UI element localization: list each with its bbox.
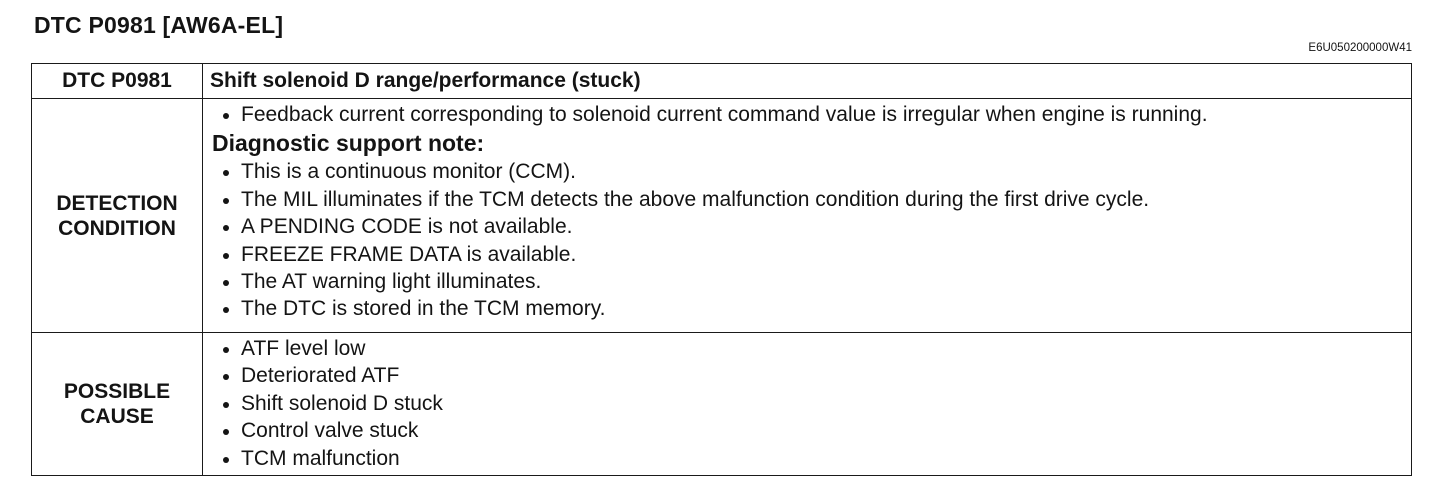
diagnostic-note-item: The AT warning light illuminates.: [211, 268, 1403, 295]
detection-label-line1: DETECTION: [56, 191, 178, 215]
diagnostic-note-item: FREEZE FRAME DATA is available.: [211, 241, 1403, 268]
possible-cause-item: ATF level low: [211, 335, 1403, 362]
diagnostic-note-item: This is a continuous monitor (CCM).: [211, 158, 1403, 185]
possible-cause-content: ATF level low Deteriorated ATF Shift sol…: [202, 331, 1412, 477]
possible-cause-item: TCM malfunction: [211, 445, 1403, 472]
page-title: DTC P0981 [AW6A-EL]: [34, 12, 284, 38]
possible-cause-row: POSSIBLE CAUSE ATF level low Deteriorate…: [31, 331, 1412, 477]
diagnostic-note-item: The MIL illuminates if the TCM detects t…: [211, 186, 1403, 213]
possible-cause-item: Deteriorated ATF: [211, 362, 1403, 389]
diagnostic-notes-list: This is a continuous monitor (CCM). The …: [211, 158, 1403, 322]
dtc-description-cell: Shift solenoid D range/performance (stuc…: [202, 63, 1412, 99]
possible-cause-item: Shift solenoid D stuck: [211, 390, 1403, 417]
dtc-code-cell: DTC P0981: [31, 63, 203, 99]
detection-label-line2: CONDITION: [58, 216, 176, 240]
diagnostic-note-item: A PENDING CODE is not available.: [211, 213, 1403, 240]
possible-cause-label: POSSIBLE CAUSE: [31, 331, 203, 477]
possible-cause-list: ATF level low Deteriorated ATF Shift sol…: [211, 335, 1403, 472]
dtc-table: DTC P0981 Shift solenoid D range/perform…: [31, 63, 1412, 477]
document-code: E6U050200000W41: [1308, 42, 1412, 54]
detection-condition-content: Feedback current corresponding to soleno…: [202, 98, 1412, 333]
cause-label-line1: POSSIBLE: [63, 380, 171, 404]
detection-condition-label: DETECTION CONDITION: [31, 98, 203, 333]
detection-items-list: Feedback current corresponding to soleno…: [211, 101, 1403, 128]
diagnostic-note-heading: Diagnostic support note:: [212, 130, 485, 157]
detection-condition-row: DETECTION CONDITION Feedback current cor…: [31, 98, 1412, 333]
possible-cause-item: Control valve stuck: [211, 417, 1403, 444]
detection-item: Feedback current corresponding to soleno…: [211, 101, 1403, 128]
table-header-row: DTC P0981 Shift solenoid D range/perform…: [31, 63, 1412, 99]
cause-label-line2: CAUSE: [80, 405, 154, 429]
diagnostic-note-item: The DTC is stored in the TCM memory.: [211, 295, 1403, 322]
